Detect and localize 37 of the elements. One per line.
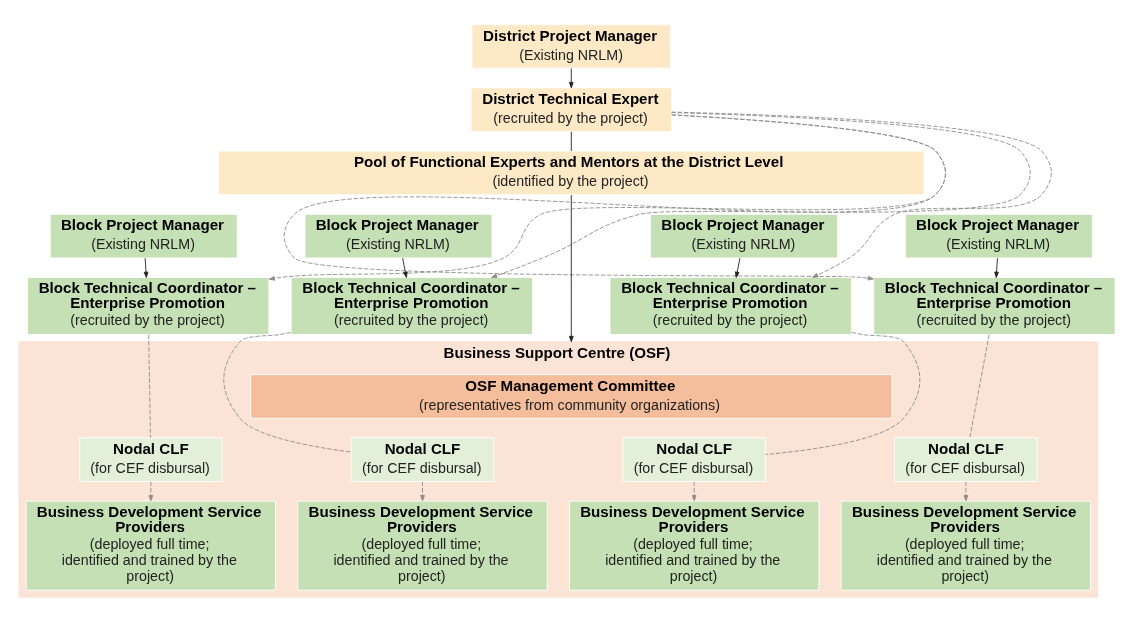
connector — [765, 331, 921, 455]
node-box: OSF Management Committee (representatives from community organizations) — [250, 373, 893, 419]
arrow — [402, 257, 408, 278]
node-box: Business Development Service Providers (deployed full time; identified and trained by the project) — [297, 500, 548, 591]
arrow — [691, 480, 697, 501]
arrow — [568, 67, 574, 88]
node-box: Block Project Manager (Existing NRLM) — [650, 213, 839, 258]
node-box: Nodal CLF (for CEF disbursal) — [622, 436, 766, 482]
node-box: Nodal CLF (for CEF disbursal) — [350, 436, 495, 482]
node-box: District Technical Expert (recruited by the project) — [470, 86, 672, 132]
node-box: Nodal CLF (for CEF disbursal) — [79, 436, 223, 482]
node-box: Block Project Manager (Existing NRLM) — [304, 213, 493, 258]
connector — [223, 331, 352, 453]
node-box: Business Development Service Providers (deployed full time; identified and trained by the project) — [840, 500, 1092, 591]
node-box: Block Technical Coordinator – Enterprise Promotion (recruited by the project) — [27, 276, 270, 335]
arrow — [491, 111, 1031, 278]
node-box: Block Project Manager (Existing NRLM) — [904, 213, 1093, 258]
arrow — [734, 257, 741, 278]
connector — [969, 333, 990, 438]
node-box: District Project Manager (Existing NRLM) — [471, 23, 672, 69]
node-box: Block Technical Coordinator – Enterprise Promotion (recruited by the project) — [290, 276, 533, 335]
arrow — [671, 111, 1052, 278]
arrow — [148, 480, 154, 501]
node-box: Block Technical Coordinator – Enterprise Promotion (recruited by the project) — [609, 276, 852, 335]
node-box: Business Development Service Providers (deployed full time; identified and trained by the project) — [569, 500, 820, 591]
connector — [570, 130, 572, 151]
node-box: Block Project Manager (Existing NRLM) — [49, 213, 238, 258]
arrow — [143, 257, 149, 278]
arrow — [994, 257, 999, 278]
node-box: Pool of Functional Experts and Mentors at the District Level (identified by the project) — [218, 150, 925, 195]
node-box: Business Development Service Providers (deployed full time; identified and trained by the project) — [25, 500, 276, 591]
arrow — [420, 480, 425, 501]
node-box: Nodal CLF (for CEF disbursal) — [894, 436, 1038, 482]
node-box: Block Technical Coordinator – Enterprise Promotion (recruited by the project) — [873, 276, 1116, 335]
connector — [148, 333, 151, 438]
arrow — [568, 194, 574, 342]
arrow — [963, 480, 969, 501]
